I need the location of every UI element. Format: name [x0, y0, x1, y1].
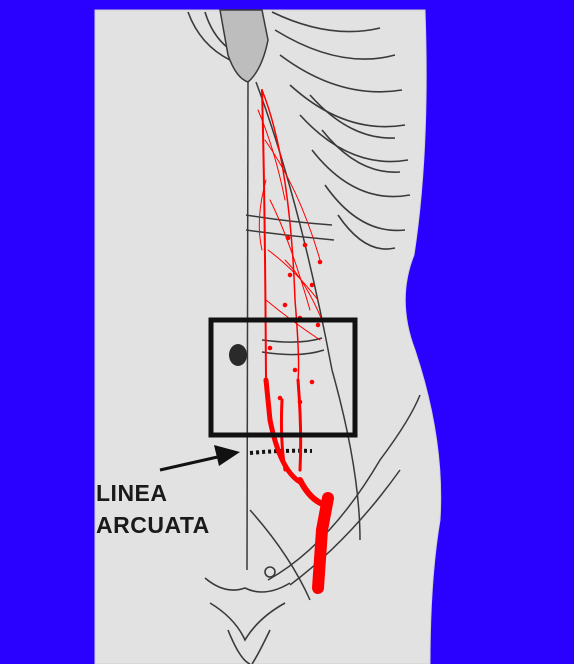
label-linea: LINEA [96, 480, 168, 506]
umbilicus [229, 344, 247, 366]
label-arcuata: ARCUATA [96, 512, 210, 538]
